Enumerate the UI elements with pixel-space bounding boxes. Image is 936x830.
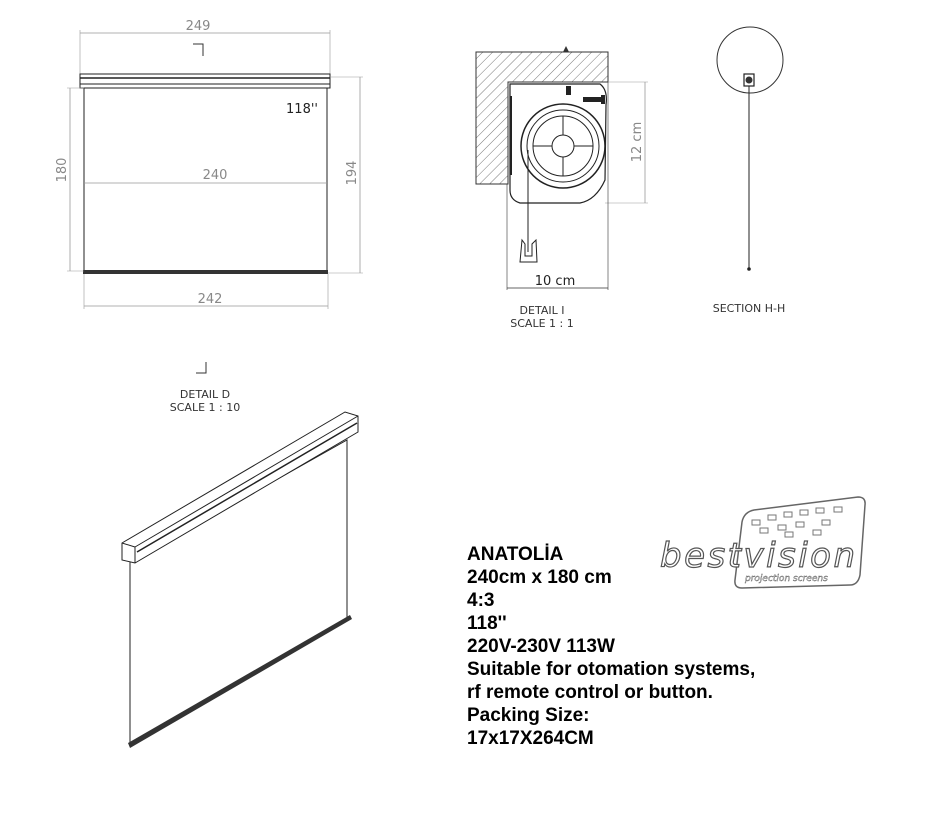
screen-surface: [83, 87, 328, 272]
front-view: 249 118'' 240 180 194 242: [55, 19, 363, 309]
detail-d: DETAIL D SCALE 1 : 10: [170, 362, 240, 414]
dim-screen-width: 240: [203, 168, 228, 183]
spec-automation: Suitable for otomation systems,: [467, 659, 756, 680]
bottom-bar-perspective: [128, 615, 352, 748]
detail-marker-icon: [196, 362, 207, 374]
dim-overall-width: 249: [186, 19, 211, 34]
dim-screen-height: 180: [55, 158, 70, 183]
dim-height-12cm: 12 cm: [630, 122, 645, 163]
spec-size: 240cm x 180 cm: [467, 567, 612, 588]
top-case: [79, 73, 331, 89]
dim-overall-height: 194: [345, 161, 360, 186]
roller: [520, 103, 606, 189]
dim-width-10cm: 10 cm: [535, 274, 576, 289]
perspective-view: [121, 411, 359, 748]
spec-packing-size: 17x17X264CM: [467, 728, 594, 749]
bestvision-logo: bestvision projection screens: [659, 496, 866, 589]
section-marker-icon: [193, 43, 204, 56]
dim-bottom-width: 242: [198, 292, 223, 307]
detail-i-scale: SCALE 1 : 1: [510, 317, 573, 330]
case-perspective: [121, 411, 359, 564]
detail-i: 12 cm 10 cm DETAIL I SCALE 1 : 1: [475, 46, 648, 330]
wall-hatch: [475, 51, 609, 185]
spec-diagonal: 118'': [467, 613, 507, 634]
logo-tagline: projection screens: [744, 574, 828, 584]
spec-ratio: 4:3: [467, 590, 495, 611]
diagonal-label: 118'': [286, 102, 318, 117]
detail-d-title: DETAIL D: [180, 388, 230, 401]
logo-brand: bestvision: [660, 536, 855, 576]
bottom-bar: [83, 270, 328, 274]
detail-d-scale: SCALE 1 : 10: [170, 401, 240, 414]
bottom-bar-profile: [519, 238, 538, 263]
section-hh-title: SECTION H-H: [713, 302, 785, 315]
spec-power: 220V-230V 113W: [467, 636, 615, 657]
detail-i-title: DETAIL I: [520, 304, 565, 317]
product-specs: ANATOLİA 240cm x 180 cm 4:3 118'' 220V-2…: [467, 543, 755, 750]
section-hh: SECTION H-H: [713, 26, 785, 315]
spec-control: rf remote control or button.: [467, 682, 713, 703]
housing: [509, 83, 607, 204]
spec-packing-label: Packing Size:: [467, 705, 590, 726]
spec-model: ANATOLİA: [467, 544, 564, 565]
